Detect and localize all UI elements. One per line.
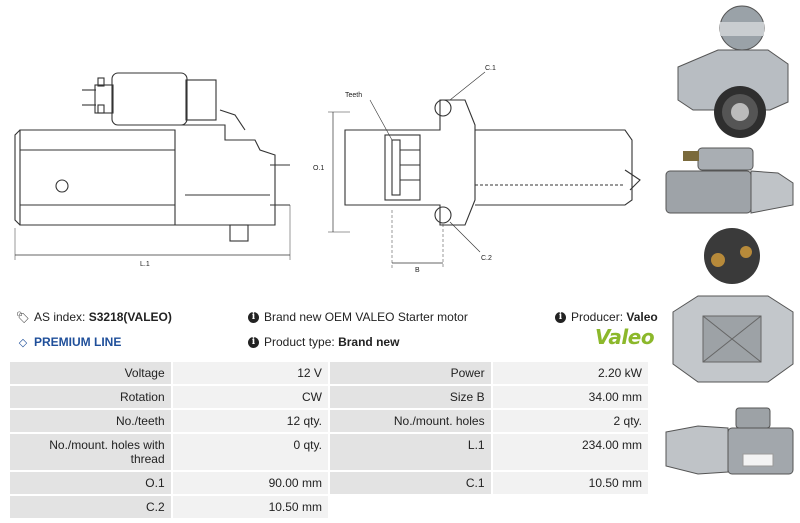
producer-value: Valeo [626,310,658,324]
dimension-c1-label: C.1 [485,65,496,72]
spec-value: 234.00 mm [492,434,648,470]
side-view-drawing [14,72,291,260]
spec-key: C.2 [10,496,171,518]
description-row: i Brand new OEM VALEO Starter motor [248,310,468,324]
premium-line-row: ◇ PREMIUM LINE [16,335,122,349]
tag-icon: 🏷 [16,311,30,324]
photo-front-view[interactable] [658,2,800,140]
as-index-row: 🏷 AS index: S3218(VALEO) [16,310,172,324]
description-text: Brand new OEM VALEO Starter motor [264,310,468,324]
producer-label: Producer: [571,310,624,324]
spec-value [493,496,648,518]
dimension-o1-label: O.1 [313,165,324,172]
spec-value: 12 V [172,362,328,384]
product-type-value: Brand new [338,335,400,349]
as-index-label: AS index: [34,310,86,324]
product-type-row: i Product type: Brand new [248,335,399,349]
spec-key: Power [329,362,491,384]
photo-side-view-2[interactable] [658,402,800,484]
as-index-value: S3218(VALEO) [88,310,172,324]
spec-key: O.1 [10,472,171,494]
spec-value: 2 qty. [492,410,648,432]
diamond-icon: ◇ [18,336,28,349]
premium-line-label: PREMIUM LINE [34,335,122,349]
spec-key: Rotation [10,386,171,408]
dimension-c2-label: C.2 [481,255,492,262]
technical-drawings: L.1 Teeth C.1 O.1 B C.2 [14,65,641,274]
info-icon: i [248,336,259,348]
spec-key [330,496,491,518]
spec-key: Size B [329,386,491,408]
dimension-b-label: B [415,267,420,274]
valeo-logo-text: Valeo [595,325,655,349]
spec-value: 2.20 kW [492,362,648,384]
spec-key: No./mount. holes [329,410,491,432]
teeth-label: Teeth [345,92,362,99]
spec-value: 10.50 mm [492,472,648,494]
spec-value: 90.00 mm [172,472,328,494]
spec-key: Voltage [10,362,171,384]
info-icon: i [555,311,566,323]
photo-side-view[interactable] [658,143,800,221]
spec-value: 12 qty. [172,410,328,432]
spec-value: 34.00 mm [492,386,648,408]
photo-rear-view[interactable] [658,224,800,398]
spec-value: 10.50 mm [172,496,328,518]
product-type-label: Product type: [264,335,335,349]
valeo-logo: Valeo [595,325,655,353]
info-icon: i [248,311,259,323]
product-photos [658,0,800,523]
spec-key: L.1 [329,434,491,470]
spec-value: CW [172,386,328,408]
spec-key: No./mount. holes with thread [10,434,171,470]
producer-row: i Producer: Valeo [555,310,658,324]
spec-value: 0 qty. [172,434,328,470]
spec-key: C.1 [329,472,491,494]
dimension-l1-label: L.1 [140,261,150,268]
front-view-drawing [328,71,641,268]
spec-key: No./teeth [10,410,171,432]
